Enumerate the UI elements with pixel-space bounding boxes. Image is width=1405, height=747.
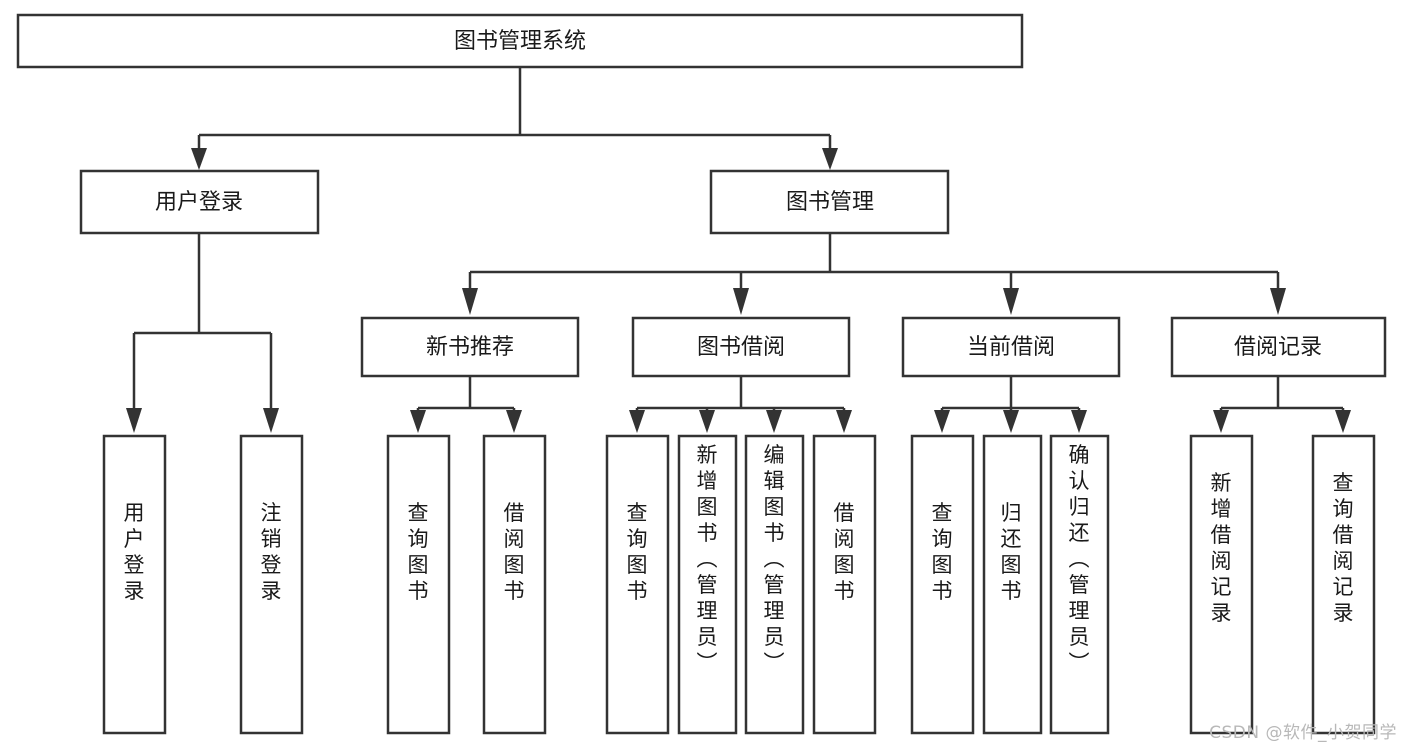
arrowhead-leaf-add-book-admin [699,410,715,433]
leaf-query-borrow-record[interactable]: 查询借阅记录 [1311,434,1376,735]
leaf-user-login-box[interactable] [102,434,167,735]
leaf-confirm-return-admin-box[interactable] [1049,434,1110,735]
leaf-return-book[interactable]: 归还图书 [982,434,1043,735]
node-book-management-label: 图书管理 [786,190,874,215]
arrowhead-user-login [191,148,207,170]
leaf-borrow-book-recommend-label: 借阅图书 [504,501,525,603]
node-book-management-box[interactable] [709,169,950,235]
arrowhead-leaf-add-borrow-record [1213,410,1229,433]
node-user-login[interactable]: 用户登录 [79,169,320,235]
leaf-borrow-book-recommend-box[interactable] [482,434,547,735]
node-book-borrow-box[interactable] [631,316,851,378]
node-root[interactable]: 图书管理系统 [16,13,1024,69]
leaf-query-book-borrow-label: 查询图书 [627,501,648,603]
node-user-login-label: 用户登录 [155,190,243,215]
node-book-borrow[interactable]: 图书借阅 [631,316,851,378]
leaf-add-borrow-record[interactable]: 新增借阅记录 [1189,434,1254,735]
leaf-confirm-return-admin-label: 确认归还︵管理员︶ [1069,443,1090,675]
arrowhead-leaf-query-book-current [934,410,950,433]
arrowhead-leaf-query-book-borrow [629,410,645,433]
node-new-book-recommend-box[interactable] [360,316,580,378]
arrowhead-leaf-borrow-book-recommend [506,410,522,433]
leaf-return-book-label: 归还图书 [1001,501,1022,603]
node-new-book-recommend-label: 新书推荐 [426,335,514,360]
node-book-borrow-label: 图书借阅 [697,335,785,360]
leaf-query-book-current-label: 查询图书 [932,501,953,603]
node-current-borrow[interactable]: 当前借阅 [901,316,1121,378]
leaf-query-book-borrow[interactable]: 查询图书 [605,434,670,735]
arrowhead-book-borrow [733,288,749,315]
leaf-borrow-book-recommend[interactable]: 借阅图书 [482,434,547,735]
leaf-borrow-book[interactable]: 借阅图书 [812,434,877,735]
leaf-logout[interactable]: 注销登录 [239,434,304,735]
arrowhead-leaf-confirm-return-admin [1071,410,1087,433]
node-user-login-box[interactable] [79,169,320,235]
node-root-box[interactable] [16,13,1024,69]
leaf-add-book-admin-label: 新增图书︵管理员︶ [697,443,718,675]
arrowhead-borrow-record [1270,288,1286,315]
leaf-edit-book-admin-box[interactable] [744,434,805,735]
arrowhead-leaf-query-book-recommend [410,410,426,433]
leaf-query-book-current-box[interactable] [910,434,975,735]
leaf-return-book-box[interactable] [982,434,1043,735]
arrowhead-new-book-recommend [462,288,478,315]
leaf-edit-book-admin-label: 编辑图书︵管理员︶ [764,443,785,675]
leaf-logout-box[interactable] [239,434,304,735]
leaf-edit-book-admin[interactable]: 编辑图书︵管理员︶ [744,434,805,735]
connector-layer [126,67,1351,433]
arrowhead-leaf-return-book [1003,410,1019,433]
arrowhead-leaf-borrow-book [836,410,852,433]
arrowhead-leaf-logout [263,408,279,433]
leaf-add-book-admin[interactable]: 新增图书︵管理员︶ [677,434,738,735]
leaf-user-login-label: 用户登录 [124,501,145,603]
leaf-user-login[interactable]: 用户登录 [102,434,167,735]
leaf-query-borrow-record-box[interactable] [1311,434,1376,735]
node-borrow-record-label: 借阅记录 [1234,335,1322,360]
arrowhead-leaf-edit-book-admin [766,410,782,433]
arrowhead-current-borrow [1003,288,1019,315]
leaf-add-borrow-record-box[interactable] [1189,434,1254,735]
node-current-borrow-label: 当前借阅 [967,335,1055,360]
leaf-borrow-book-box[interactable] [812,434,877,735]
arrowhead-book-management [822,148,838,170]
node-book-management[interactable]: 图书管理 [709,169,950,235]
node-root-label: 图书管理系统 [454,29,586,54]
leaf-query-book-recommend-box[interactable] [386,434,451,735]
node-new-book-recommend[interactable]: 新书推荐 [360,316,580,378]
leaf-logout-label: 注销登录 [261,501,282,603]
leaf-query-borrow-record-label: 查询借阅记录 [1333,471,1354,625]
leaf-borrow-book-label: 借阅图书 [834,501,855,603]
leaf-add-book-admin-box[interactable] [677,434,738,735]
leaf-query-book-recommend[interactable]: 查询图书 [386,434,451,735]
leaf-query-book-recommend-label: 查询图书 [408,501,429,603]
leaf-query-book-borrow-box[interactable] [605,434,670,735]
leaf-add-borrow-record-label: 新增借阅记录 [1211,471,1232,625]
node-borrow-record-box[interactable] [1170,316,1387,378]
arrowhead-leaf-query-borrow-record [1335,410,1351,433]
leaf-query-book-current[interactable]: 查询图书 [910,434,975,735]
arrowhead-leaf-user-login [126,408,142,433]
node-borrow-record[interactable]: 借阅记录 [1170,316,1387,378]
leaf-confirm-return-admin[interactable]: 确认归还︵管理员︶ [1049,434,1110,735]
node-current-borrow-box[interactable] [901,316,1121,378]
